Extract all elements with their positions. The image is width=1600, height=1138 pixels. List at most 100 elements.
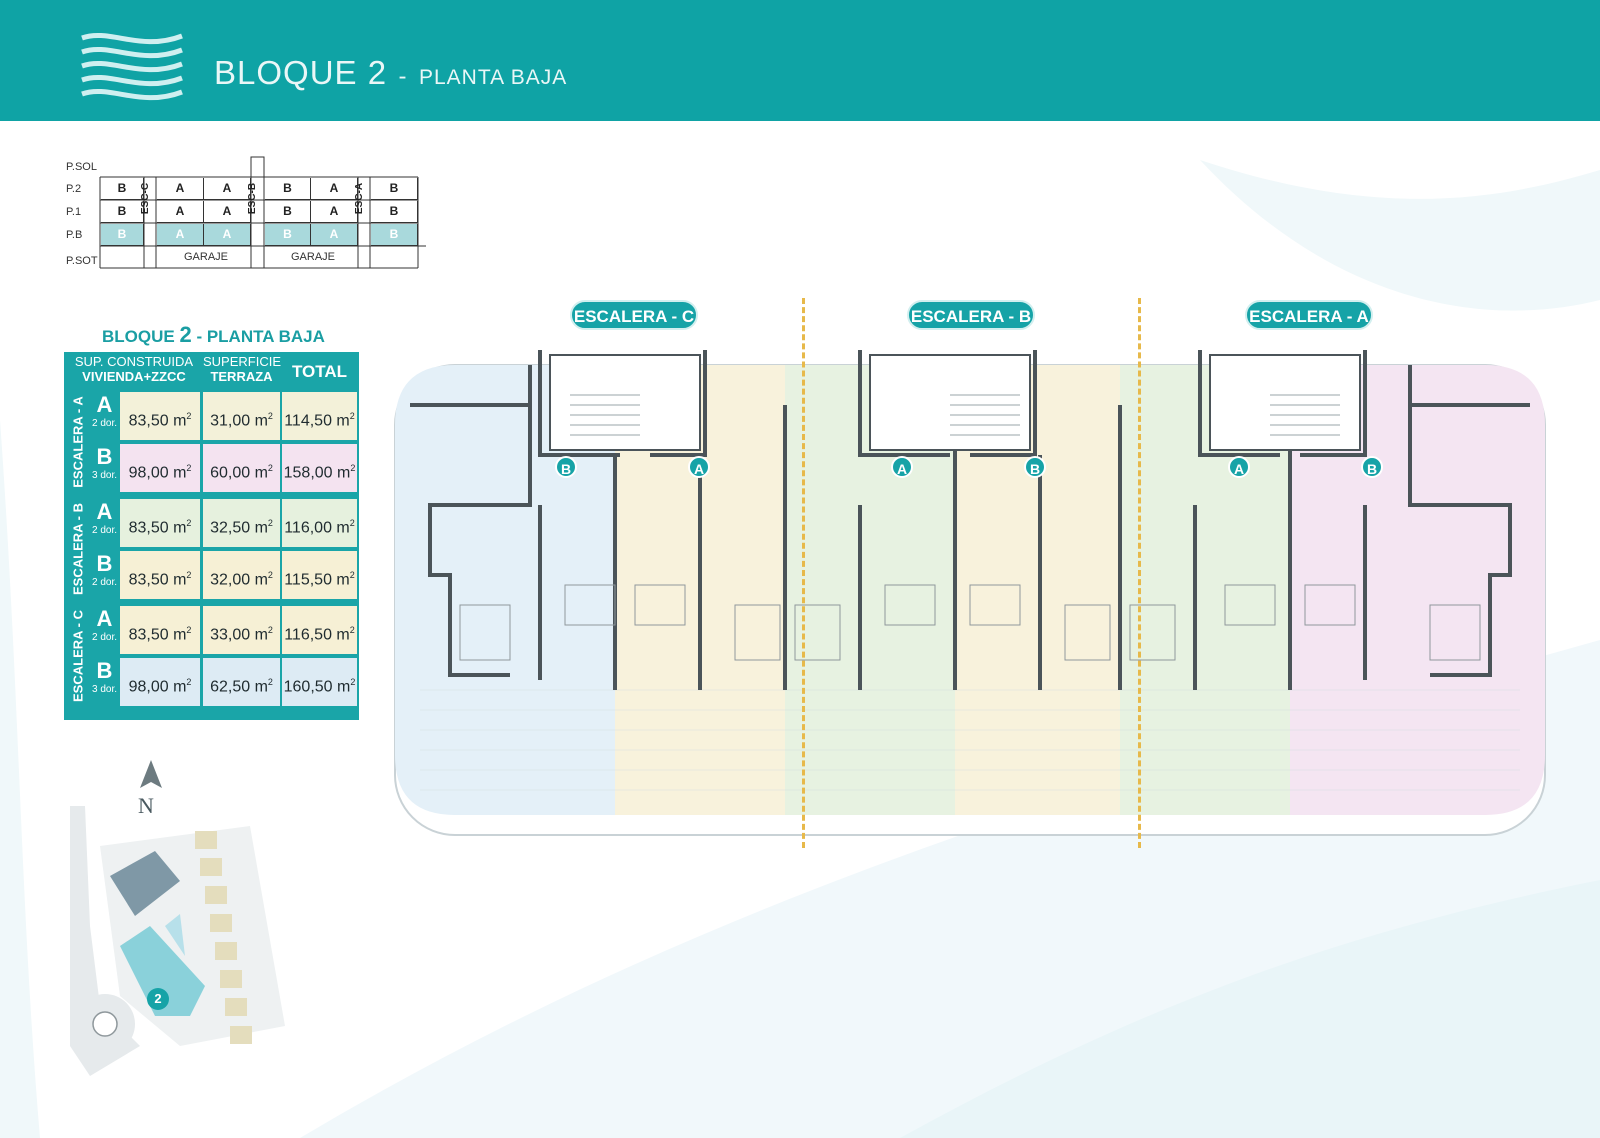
- unit-label: m: [336, 519, 350, 537]
- terraza-value: 32,50: [210, 519, 251, 537]
- sup-cell: 83,50 m2: [120, 392, 200, 440]
- terraza-cell: 33,00 m2: [203, 606, 280, 654]
- title-separator: -: [398, 63, 408, 90]
- unit-label: m: [173, 626, 187, 644]
- total-cell: 115,50 m2: [282, 551, 357, 599]
- unit-label: m: [337, 464, 351, 482]
- table-header-line: SUP. CONSTRUIDA: [74, 354, 194, 369]
- level-cell: A: [157, 178, 204, 200]
- unit-label: m: [336, 626, 350, 644]
- north-label: N: [138, 793, 154, 818]
- terraza-cell: 32,00 m2: [203, 551, 280, 599]
- sup-cell: 83,50 m2: [120, 499, 200, 547]
- unit-letter-text: A: [96, 499, 113, 524]
- level-grid-lines: [99, 156, 426, 269]
- total-cell: 116,50 m2: [282, 606, 357, 654]
- level-cell-highlight: A: [311, 224, 358, 246]
- terraza-value: 31,00: [210, 412, 251, 430]
- level-cell: A: [204, 178, 251, 200]
- badge-text: ESCALERA -: [1249, 307, 1357, 326]
- level-esc-a: ESC-A: [354, 182, 366, 215]
- total-value: 114,50: [284, 412, 332, 430]
- unit-marker: B: [1361, 456, 1383, 478]
- terraza-cell: 60,00 m2: [203, 444, 280, 492]
- level-cell: A: [157, 201, 204, 223]
- unit-dorm-text: 3 dor.: [91, 684, 118, 695]
- terraza-value: 33,00: [210, 626, 251, 644]
- unit-label: m: [254, 626, 268, 644]
- sup-value: 98,00: [128, 678, 169, 696]
- table-header-construida: SUP. CONSTRUIDA VIVIENDA+ZZCC: [68, 354, 200, 384]
- total-value: 116,00: [284, 519, 332, 537]
- escalera-a-badge: ESCALERA - A: [1245, 300, 1373, 330]
- unit-label: m: [254, 519, 268, 537]
- title-main: BLOQUE 2: [214, 54, 388, 91]
- level-label-pb: P.B: [66, 229, 83, 241]
- total-cell: 160,50 m2: [282, 658, 357, 706]
- site-block-number: 2: [147, 988, 169, 1010]
- sup-value: 83,50: [128, 412, 169, 430]
- sup-value: 83,50: [128, 519, 169, 537]
- garaje-label: GARAJE: [291, 251, 336, 263]
- unit-letter-text: B: [96, 658, 113, 683]
- unit-label: m: [337, 678, 351, 696]
- total-value: 116,50: [284, 626, 332, 644]
- areas-table: SUP. CONSTRUIDA VIVIENDA+ZZCC SUPERFICIE…: [64, 352, 359, 720]
- site-plan: [70, 806, 285, 1076]
- level-label-psol: P.SOL: [66, 161, 97, 173]
- unit-dorm-text: 2 dor.: [91, 525, 118, 536]
- unit-label: m: [336, 571, 350, 589]
- sup-cell: 98,00 m2: [120, 658, 200, 706]
- level-esc-b: ESC-B: [247, 182, 259, 215]
- level-cell-highlight: A: [204, 224, 251, 246]
- level-label-p2: P.2: [66, 183, 82, 195]
- unit-marker: A: [1228, 456, 1250, 478]
- badge-letter: A: [1356, 307, 1369, 326]
- unit-label: m: [173, 412, 187, 430]
- unit-label: m: [254, 464, 268, 482]
- table-title-num: 2: [179, 322, 192, 347]
- level-cell: B: [265, 178, 311, 200]
- unit-label: m: [173, 464, 187, 482]
- north-arrow-icon: [140, 760, 162, 788]
- terraza-value: 60,00: [210, 464, 251, 482]
- unit-zone-c-b: [395, 365, 615, 815]
- level-cell-highlight: B: [265, 224, 311, 246]
- stair-separator-line: [802, 298, 805, 848]
- level-cell-highlight: B: [101, 224, 144, 246]
- badge-text: ESCALERA -: [573, 307, 682, 326]
- terraza-cell: 31,00 m2: [203, 392, 280, 440]
- sup-cell: 83,50 m2: [120, 551, 200, 599]
- unit-dorm-text: 2 dor.: [91, 418, 118, 429]
- sup-value: 83,50: [128, 626, 169, 644]
- page-header: BLOQUE 2 - PLANTA BAJA: [0, 0, 1600, 121]
- unit-label: m: [254, 412, 268, 430]
- total-value: 115,50: [284, 571, 332, 589]
- total-cell: 116,00 m2: [282, 499, 357, 547]
- unit-marker: B: [555, 456, 577, 478]
- unit-letter-text: A: [96, 606, 113, 631]
- terraza-value: 32,00: [210, 571, 251, 589]
- badge-letter: B: [1018, 307, 1032, 326]
- total-cell: 158,00 m2: [282, 444, 357, 492]
- table-header-line: TERRAZA: [210, 369, 273, 384]
- unit-marker: B: [1024, 456, 1046, 478]
- level-schematic: P.SOL P.2 P.1 P.B P.SOT B A A B A B B A …: [60, 155, 440, 285]
- page-title: BLOQUE 2 - PLANTA BAJA: [214, 54, 567, 92]
- table-header-terraza: SUPERFICIE TERRAZA: [203, 354, 282, 384]
- total-value: 160,50: [283, 678, 333, 696]
- level-cell: B: [371, 178, 418, 200]
- unit-letter-text: B: [96, 551, 113, 576]
- table-header-line: SUPERFICIE: [203, 354, 282, 369]
- unit-dorm-text: 2 dor.: [91, 577, 118, 588]
- table-title-suffix: - PLANTA BAJA: [196, 327, 325, 346]
